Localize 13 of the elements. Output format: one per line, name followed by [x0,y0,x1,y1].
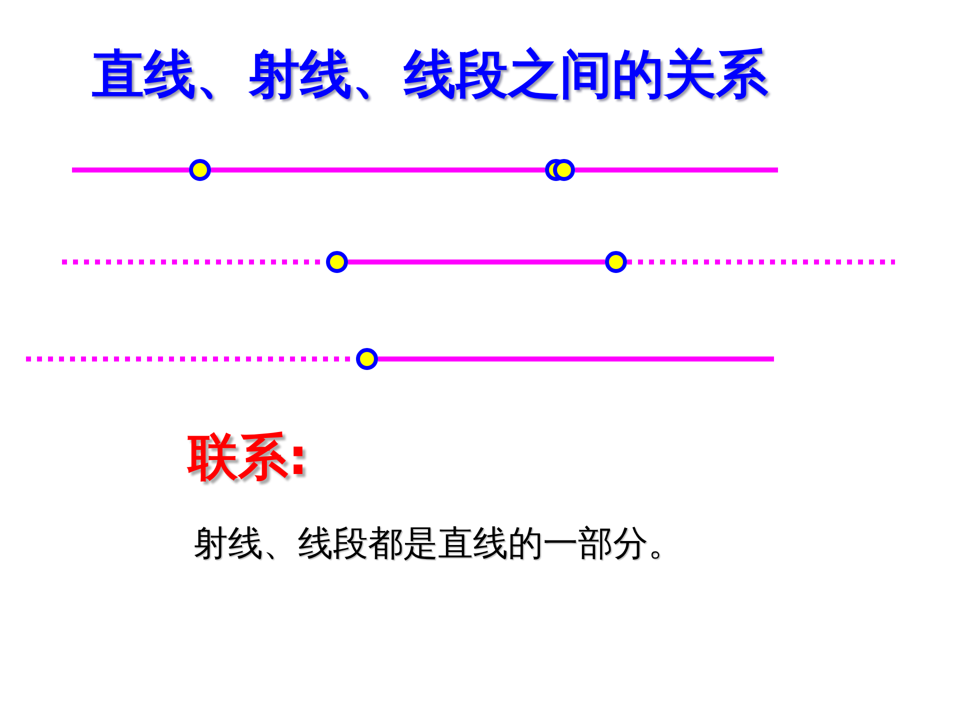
heading: 联系: [188,427,308,488]
point-circle [356,348,378,370]
line [575,168,778,172]
line [348,260,605,264]
point-circle [605,251,627,273]
line [378,356,774,362]
point-circle [545,159,575,181]
dotted-line [627,260,895,264]
point-circle [189,159,211,181]
point-circle [326,251,348,273]
line [72,168,189,172]
title: 直线、射线、线段之间的关系 [92,44,768,107]
sentence: 射线、线段都是直线的一部分。 [193,523,683,566]
